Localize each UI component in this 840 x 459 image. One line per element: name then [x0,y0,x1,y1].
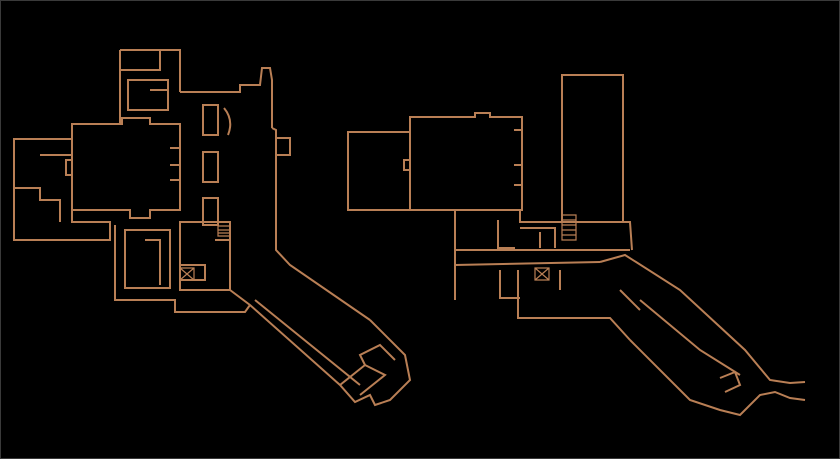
right-building-main-hall [403,112,523,211]
right-building-tower [561,74,624,223]
right-building-stair [561,214,577,241]
right-building-elevator [534,267,550,281]
left-building-north-rooms [119,49,273,128]
right-building-west-hall [347,131,411,211]
left-building-main-hall [65,117,181,219]
right-building-corridor [454,209,633,300]
right-building-diagonal-wing [599,253,806,417]
right-building-south-rooms [499,270,631,341]
right-building [347,74,806,417]
left-building-elevator [179,267,195,281]
left-building [13,49,412,407]
left-building-stair [217,221,231,237]
left-building-west-wing [13,138,111,241]
left-building-east-corridor [271,127,371,321]
left-building-diagonal-wing [229,289,412,407]
